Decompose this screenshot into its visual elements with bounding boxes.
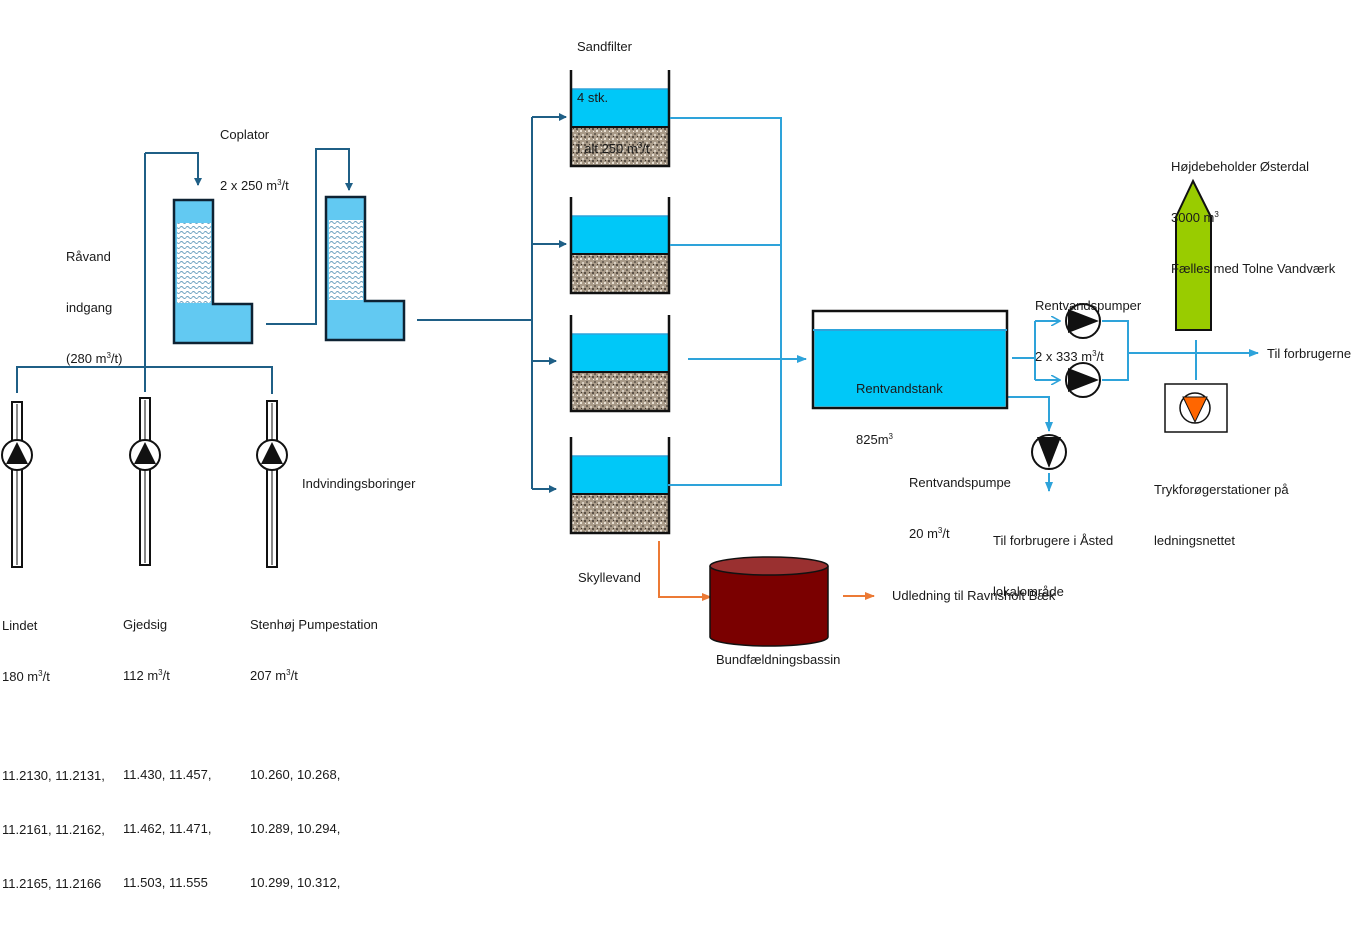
raw-water-pipes bbox=[16, 113, 567, 493]
backwash-pipes bbox=[658, 541, 875, 601]
elevated-tank-label: Højdebeholder Østerdal 3000 m3 Fælles me… bbox=[1171, 159, 1336, 276]
discharge-label: Udledning til Ravnsholt Bæk bbox=[892, 588, 1056, 603]
well-2 bbox=[129, 397, 161, 566]
pump-up-icon bbox=[134, 442, 156, 464]
well-gjedsig-flow: 112 m3/t bbox=[123, 668, 170, 683]
pipe-coplator-1-to-2 bbox=[266, 148, 353, 325]
sedimentation-basin bbox=[709, 556, 829, 647]
well-stenhoej: Stenhøj Pumpestation 207 m3/t 10.260, 10… bbox=[250, 617, 378, 890]
well-stenhoej-flow: 207 m3/t bbox=[250, 668, 298, 683]
backwash-label: Skyllevand bbox=[578, 570, 641, 585]
clean-tank-volume: 825m3 bbox=[856, 432, 893, 447]
well-3 bbox=[256, 400, 288, 568]
pipe-tank-to-small-pump bbox=[1008, 396, 1053, 432]
pipe-backwash bbox=[658, 541, 712, 601]
small-pump-capacity: 20 m3/t bbox=[909, 526, 950, 541]
sandfilter-water bbox=[571, 334, 669, 372]
clean-tank-label: Rentvandstank 825m3 bbox=[856, 381, 943, 447]
coplator-1 bbox=[172, 198, 254, 345]
outlet-clean-pumps bbox=[1102, 320, 1129, 381]
basin-label: Bundfældningsbassin bbox=[716, 652, 841, 667]
well-lindet-flow: 180 m3/t bbox=[2, 669, 50, 684]
pump-up-icon bbox=[6, 442, 28, 464]
sandfilter-sand bbox=[571, 254, 669, 293]
outlet-sandfilter-1 bbox=[668, 117, 782, 486]
sandfilter-water bbox=[571, 456, 669, 494]
pump-down-icon bbox=[1037, 437, 1061, 468]
elevated-tank bbox=[1175, 178, 1212, 331]
well-1 bbox=[1, 401, 33, 568]
booster-label: Trykforøgerstationer på ledningsnettet bbox=[1154, 482, 1289, 548]
water-treatment-diagram bbox=[1, 70, 1259, 647]
coplator-2-media bbox=[329, 220, 363, 300]
sandfilter-water bbox=[571, 216, 669, 254]
sandfilters bbox=[569, 70, 671, 535]
clean-water-tank bbox=[811, 309, 1009, 410]
sandfilter-1 bbox=[569, 70, 671, 168]
clean-water-pipes bbox=[668, 117, 1259, 492]
well-lindet: Lindet 180 m3/t 11.2130, 11.2131, 11.216… bbox=[2, 618, 105, 891]
small-clean-pump bbox=[1031, 434, 1067, 470]
tank-water bbox=[814, 330, 1006, 407]
asted-consumers-label: Til forbrugere i Åsted lokalområde bbox=[993, 533, 1114, 599]
clean-pumps-capacity: 2 x 333 m3/t bbox=[1035, 349, 1104, 364]
booster-station bbox=[1164, 383, 1228, 433]
well-gjedsig: Gjedsig 112 m3/t 11.430, 11.457, 11.462,… bbox=[123, 617, 212, 890]
pump-up-icon bbox=[261, 442, 283, 464]
coplator-label: Coplator 2 x 250 m3/t bbox=[220, 127, 289, 193]
sandfilter-water bbox=[571, 89, 669, 127]
sandfilter-sand bbox=[571, 127, 669, 166]
raw-water-label: Råvand indgang (280 m3/t) bbox=[66, 249, 123, 366]
wells-label: Indvindingsboringer bbox=[302, 476, 416, 491]
sandfilter-vessel bbox=[569, 315, 671, 413]
clean-pump-1 bbox=[1065, 303, 1101, 339]
sandfilter-sand bbox=[571, 372, 669, 411]
sandfilter-sand bbox=[571, 494, 669, 533]
elevated-tank-volume: 3000 m3 bbox=[1171, 210, 1219, 225]
clean-pumps-label: Rentvandspumper 2 x 333 m3/t bbox=[1035, 298, 1142, 364]
booster-pump-icon bbox=[1182, 396, 1208, 424]
wells bbox=[1, 397, 288, 568]
clean-pump-2 bbox=[1065, 362, 1101, 398]
sandfilter-4 bbox=[569, 437, 671, 535]
raw-water-flow: (280 m3/t) bbox=[66, 351, 123, 366]
coplator-2 bbox=[324, 195, 406, 342]
sandfilter-vessel bbox=[569, 70, 671, 168]
sandfilter-2 bbox=[569, 197, 671, 295]
sandfilter-vessel bbox=[569, 197, 671, 295]
pipe-to-coplator-1 bbox=[145, 152, 202, 186]
pump-right-icon bbox=[1068, 309, 1099, 333]
sandfilter-label: Sandfilter 4 stk. I alt 250 m3/t bbox=[577, 39, 650, 156]
pump-right-icon bbox=[1068, 368, 1099, 392]
consumers-label: Til forbrugerne bbox=[1267, 346, 1352, 361]
coplator-capacity: 2 x 250 m3/t bbox=[220, 178, 289, 193]
coplator-1-media bbox=[177, 223, 211, 303]
small-pump-label: Rentvandspumpe 20 m3/t bbox=[909, 475, 1011, 541]
sandfilter-capacity: I alt 250 m3/t bbox=[577, 141, 650, 156]
sandfilter-3 bbox=[569, 315, 671, 413]
